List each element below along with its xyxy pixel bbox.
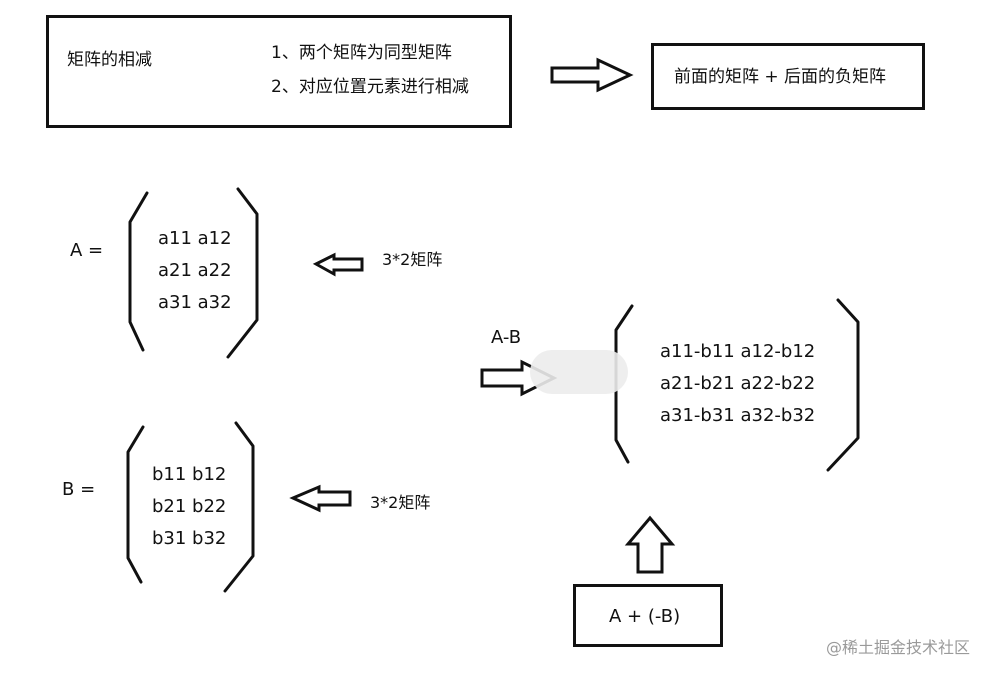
matrix-b-label: B = <box>62 479 96 500</box>
matrix-b-row-2: b21 b22 <box>152 496 227 517</box>
rules-title: 矩阵的相减 <box>67 50 152 70</box>
matrix-a-left-bracket <box>128 191 149 352</box>
difference-label: A-B <box>491 327 522 348</box>
matrix-a-right-bracket <box>226 187 259 359</box>
rule-2: 2、对应位置元素进行相减 <box>271 77 469 97</box>
up-arrow <box>624 515 676 574</box>
matrix-b-right-bracket <box>223 421 255 593</box>
blurred-highlight <box>530 350 628 394</box>
result-text: 前面的矩阵 + 后面的负矩阵 <box>674 67 887 87</box>
rule-1: 1、两个矩阵为同型矩阵 <box>271 43 452 63</box>
matrix-a-entries: a11 a12 a21 a22 a31 a32 <box>158 223 232 319</box>
matrix-b-note: 3*2矩阵 <box>370 493 431 512</box>
left-arrow-b <box>289 484 352 513</box>
matrix-b-left-bracket <box>126 425 145 584</box>
matrix-b-row-1: b11 b12 <box>152 464 227 485</box>
right-arrow-top <box>550 57 634 93</box>
matrix-b-row-3: b31 b32 <box>152 528 227 549</box>
matrix-a-row-1: a11 a12 <box>158 228 232 249</box>
difference-row-2: a21-b21 a22-b22 <box>660 373 816 394</box>
difference-entries: a11-b11 a12-b12 a21-b21 a22-b22 a31-b31 … <box>660 336 815 432</box>
left-arrow-a <box>312 252 364 277</box>
matrix-a-row-3: a31 a32 <box>158 292 232 313</box>
difference-row-3: a31-b31 a32-b32 <box>660 405 816 426</box>
matrix-a-note: 3*2矩阵 <box>382 250 443 269</box>
matrix-a-row-2: a21 a22 <box>158 260 232 281</box>
sum-box: A + (-B) <box>573 584 723 647</box>
result-box: 前面的矩阵 + 后面的负矩阵 <box>651 43 925 110</box>
matrix-b-entries: b11 b12 b21 b22 b31 b32 <box>152 459 226 555</box>
difference-right-bracket <box>826 298 860 472</box>
difference-row-1: a11-b11 a12-b12 <box>660 341 816 362</box>
sum-text: A + (-B) <box>609 606 681 627</box>
rules-box: 矩阵的相减 1、两个矩阵为同型矩阵 2、对应位置元素进行相减 <box>46 15 512 128</box>
watermark: @稀土掘金技术社区 <box>826 638 971 657</box>
matrix-a-label: A = <box>70 240 104 261</box>
